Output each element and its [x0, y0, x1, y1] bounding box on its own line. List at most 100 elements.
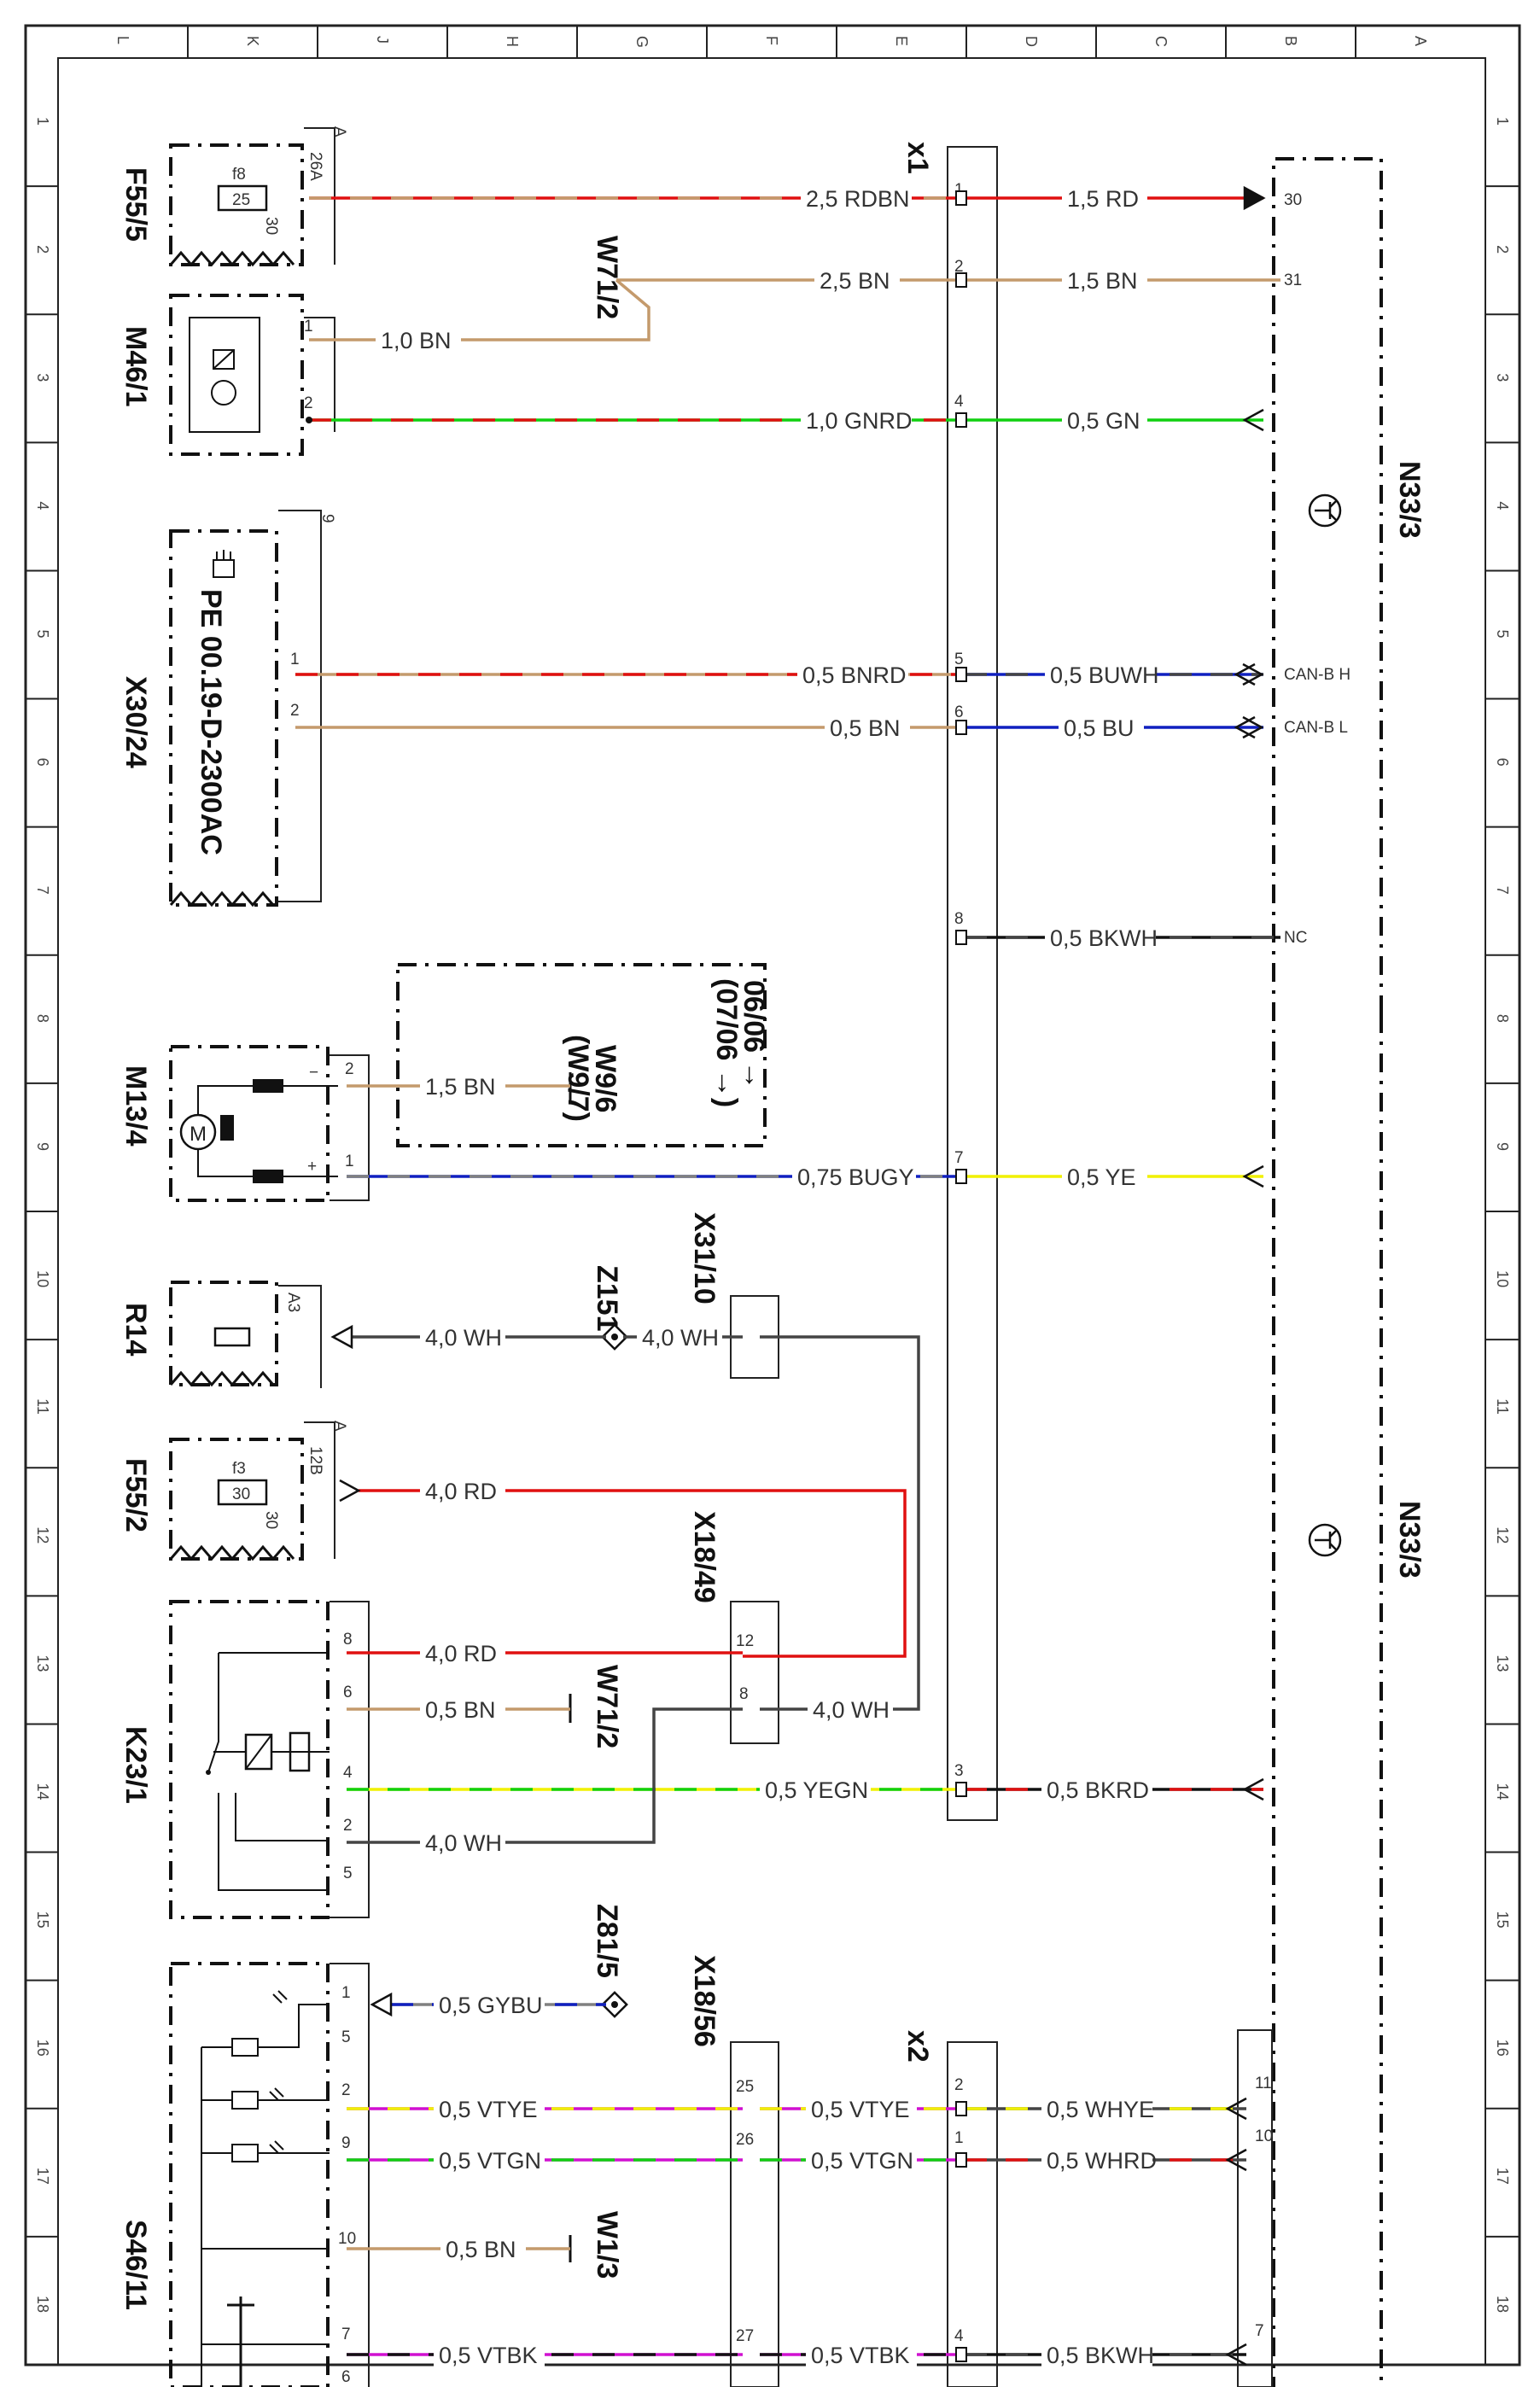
wire-label: 0,75 BUGY [797, 1164, 914, 1190]
w71-2-label-bottom: W71/2 [591, 1665, 623, 1748]
wire-label: 0,5 GN [1067, 408, 1140, 434]
m13-4-box [169, 1045, 330, 1202]
terminal-arrow-icon [1242, 1777, 1264, 1801]
wire-label: 4,0 RD [425, 1641, 497, 1666]
wire: 0,5 VTBK [347, 2341, 743, 2368]
variant-date-2: (07/06 →) [710, 978, 743, 1107]
wire-label-bg [434, 2341, 545, 2368]
m13-4-label: M13/4 [120, 1065, 152, 1147]
n33-pin-can-h: CAN-B H [1284, 666, 1350, 684]
wire-label-bg [420, 1829, 505, 1856]
pump-icon [211, 349, 236, 406]
wire-label-bg [1041, 2341, 1152, 2368]
s46-11-pin-2: 2 [341, 2081, 351, 2099]
n33-3-label-top: N33/3 [1393, 461, 1426, 539]
terminal-arrow-icon [1243, 185, 1266, 211]
n33-pin-nc: NC [1284, 929, 1307, 947]
svg-text:M: M [190, 1123, 207, 1146]
wire: 4,0 WH [623, 1323, 743, 1351]
terminal-arrow-icon [1242, 1164, 1264, 1188]
row-label: 10 [34, 1270, 51, 1287]
wire-label-bg [797, 661, 908, 688]
k23-1-pin-8: 8 [343, 1631, 353, 1649]
wire-label-bg [420, 1477, 505, 1504]
x1-pin-3: 3 [954, 1762, 964, 1780]
wire-label-bg [1062, 406, 1147, 434]
z151-label: Z151 [591, 1265, 623, 1332]
row-label: 10 [1494, 1270, 1511, 1287]
transistor-icon [1308, 493, 1342, 528]
wire-label: 0,5 BUWH [1050, 662, 1159, 688]
wire: 0,5 BN [347, 2235, 570, 2262]
terminal-arrow-icon [1225, 2343, 1247, 2367]
x18-49-pin-8: 8 [739, 1685, 749, 1703]
terminal-arrow-icon [1225, 2148, 1247, 2172]
wire-label-bg [1062, 184, 1147, 212]
f55-2-box [169, 1438, 304, 1561]
row-label: 4 [1494, 501, 1511, 510]
x18-56-pin-25: 25 [736, 2078, 754, 2096]
wire-label: 0,5 VTYE [811, 2097, 910, 2122]
f55-2-pin-12b: 12B [306, 1446, 324, 1475]
f55-2-rating: 30 [232, 1485, 250, 1503]
column-label: J [374, 36, 391, 44]
x18-56-label: X18/56 [688, 1955, 720, 2047]
wire-label-bg [420, 1072, 505, 1100]
m46-1-inner [189, 317, 260, 433]
fuse-icon [217, 184, 268, 212]
row-label: 17 [34, 2168, 51, 2185]
m13-4-housing-bracket [330, 1054, 370, 1201]
row-label: 15 [34, 1911, 51, 1929]
n33-3-label-bottom: N33/3 [1393, 1501, 1426, 1579]
wire-label-bg [434, 2146, 545, 2174]
inductor-icon [253, 1079, 283, 1093]
x30-24-box [169, 529, 278, 907]
n33-pin-31: 31 [1284, 271, 1302, 289]
junction-dot [306, 417, 312, 423]
wire-label: 0,5 VTYE [439, 2097, 538, 2122]
column-label: L [114, 36, 131, 44]
s46-11-pin-5: 5 [341, 2028, 351, 2046]
k23-1-housing-bracket [330, 1601, 370, 1918]
wire-label-bg [434, 2095, 545, 2122]
x1-pin-6: 6 [954, 703, 964, 721]
pin-terminal [955, 667, 967, 682]
wire-label: 0,5 BKWH [1047, 2343, 1154, 2368]
k23-1-pin-4: 4 [343, 1764, 353, 1782]
row-label: 17 [1494, 2168, 1511, 2185]
wire-label: 4,0 WH [642, 1325, 719, 1351]
wire-label-bg [1062, 1163, 1147, 1190]
f55-2-break-line [169, 1544, 295, 1561]
wire-label: 0,5 YEGN [765, 1777, 868, 1803]
wire-label-bg [825, 714, 910, 741]
wire-label: 1,5 RD [1067, 186, 1139, 212]
k23-1-pin-5: 5 [343, 1865, 353, 1882]
x1-pin-1: 1 [954, 181, 964, 199]
wire: 4,0 WH [352, 1323, 606, 1351]
row-label: 5 [34, 630, 51, 639]
x30-24-housing-bracket [278, 510, 322, 902]
wire-label-bg [1041, 2095, 1152, 2122]
wire-label-bg [1062, 266, 1147, 294]
r14-box [169, 1281, 278, 1386]
wire: 0,5 WHRD [965, 2146, 1246, 2174]
wire-label: 0,5 BN [830, 715, 901, 741]
wire-label-bg [1045, 924, 1156, 951]
resistor-icon [213, 1327, 251, 1347]
row-label: 2 [34, 245, 51, 254]
wire-label: 4,0 WH [425, 1830, 502, 1856]
row-label: 12 [34, 1526, 51, 1544]
x30-24-pin-9: 9 [318, 514, 336, 523]
pin-terminal [955, 272, 967, 288]
m46-1-label: M46/1 [120, 326, 152, 407]
wire: 0,5 BKRD [965, 1776, 1263, 1803]
wire-label-bg [420, 1639, 505, 1666]
x18-49-housing [730, 1601, 779, 1744]
row-label: 14 [1494, 1783, 1511, 1800]
wire-label: 0,5 BU [1064, 715, 1135, 741]
k23-1-label: K23/1 [120, 1726, 152, 1804]
variant-date-1: 06/06 → [738, 980, 770, 1090]
column-label: F [763, 36, 780, 45]
s46-11-pin-10: 10 [338, 2230, 356, 2248]
wire-label: 0,5 VTBK [811, 2343, 910, 2368]
